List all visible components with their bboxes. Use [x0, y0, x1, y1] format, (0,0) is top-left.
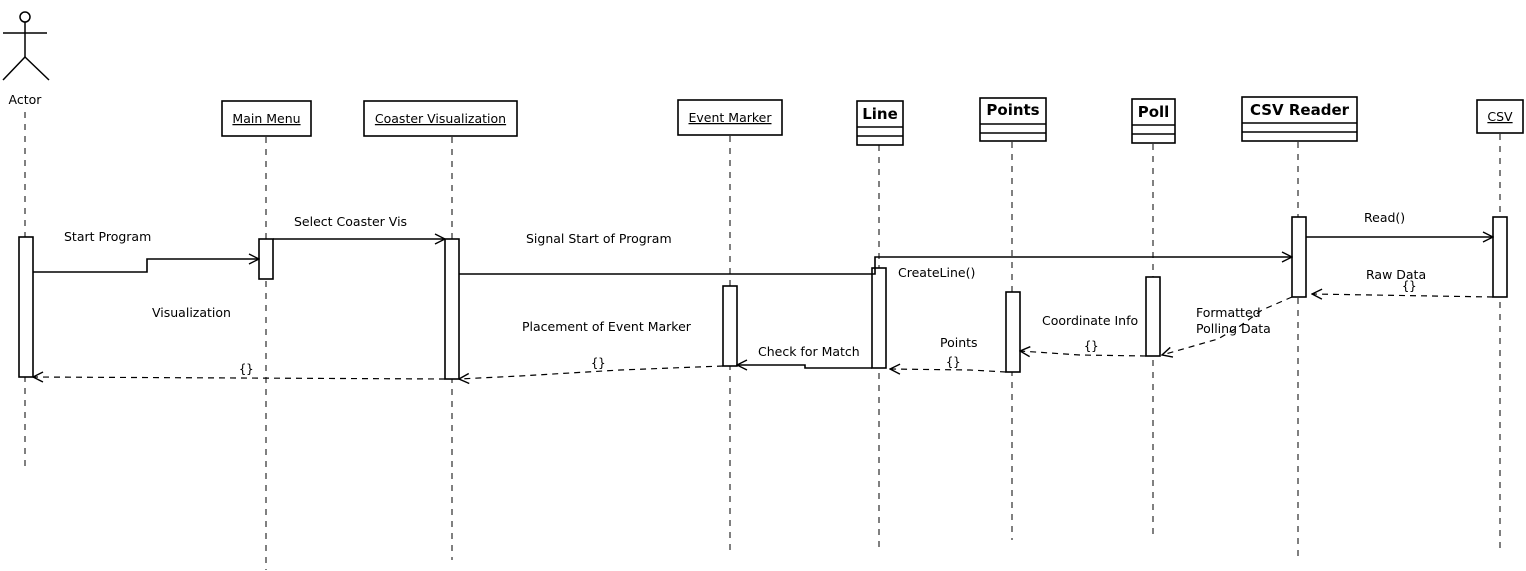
- return-points: [890, 369, 1007, 372]
- object-coaster-vis: Coaster Visualization: [363, 100, 518, 137]
- object-csv-label: CSV: [1487, 109, 1513, 124]
- return-visualization-brace: {}: [239, 362, 253, 376]
- object-line-label: Line: [862, 105, 898, 123]
- return-raw-data: [1312, 294, 1494, 297]
- message-start-program: [33, 259, 259, 273]
- message-check-for-match-label: Check for Match: [758, 344, 860, 359]
- return-coordinate-info: [1020, 351, 1147, 356]
- activation-event-marker: [722, 285, 738, 367]
- actor-figure: [2, 11, 50, 81]
- return-formatted-polling-label-2: Polling Data: [1196, 321, 1271, 336]
- object-event-marker: Event Marker: [677, 99, 783, 136]
- return-visualization-label: Visualization: [152, 305, 231, 320]
- activation-line: [871, 267, 887, 369]
- object-poll: Poll: [1131, 98, 1176, 144]
- return-coordinate-info-label: Coordinate Info: [1042, 313, 1138, 328]
- return-formatted-polling: [1162, 296, 1293, 355]
- object-line: Line: [856, 100, 904, 146]
- message-create-line-label: CreateLine(): [898, 265, 975, 280]
- return-visualization: [33, 377, 446, 379]
- activation-actor: [18, 236, 34, 378]
- actor-label: Actor: [9, 92, 43, 107]
- object-coaster-vis-label: Coaster Visualization: [375, 111, 506, 126]
- return-points-brace: {}: [946, 355, 960, 369]
- object-poll-label: Poll: [1138, 103, 1170, 121]
- object-csv: CSV: [1476, 99, 1524, 134]
- return-raw-data-label: Raw Data: [1366, 267, 1426, 282]
- return-event-marker-label: Placement of Event Marker: [522, 319, 692, 334]
- message-read-label: Read(): [1364, 210, 1405, 225]
- message-select-coaster-vis-label: Select Coaster Vis: [294, 214, 407, 229]
- message-check-for-match: [737, 365, 872, 368]
- object-points-label: Points: [986, 101, 1039, 119]
- return-formatted-polling-label-1: Formatted: [1196, 305, 1261, 320]
- return-event-marker: [459, 365, 724, 379]
- object-event-marker-label: Event Marker: [689, 110, 773, 125]
- object-main-menu: Main Menu: [221, 100, 312, 137]
- object-csv-reader: CSV Reader: [1241, 96, 1358, 142]
- object-main-menu-label: Main Menu: [232, 111, 300, 126]
- return-raw-data-brace: {}: [1402, 279, 1416, 293]
- activation-csv: [1492, 216, 1508, 298]
- activation-csv-reader: [1291, 216, 1307, 298]
- message-start-program-label: Start Program: [64, 229, 151, 244]
- activation-coaster-vis: [444, 238, 460, 380]
- activation-main-menu: [258, 238, 274, 280]
- object-points: Points: [979, 97, 1047, 142]
- activation-poll: [1145, 276, 1161, 357]
- message-signal-start-label: Signal Start of Program: [526, 231, 672, 246]
- return-points-label: Points: [940, 335, 978, 350]
- message-signal-start: [459, 257, 1292, 275]
- return-event-marker-brace: {}: [591, 356, 605, 370]
- return-coordinate-info-brace: {}: [1084, 339, 1098, 353]
- activation-points: [1005, 291, 1021, 373]
- object-csv-reader-label: CSV Reader: [1250, 101, 1350, 119]
